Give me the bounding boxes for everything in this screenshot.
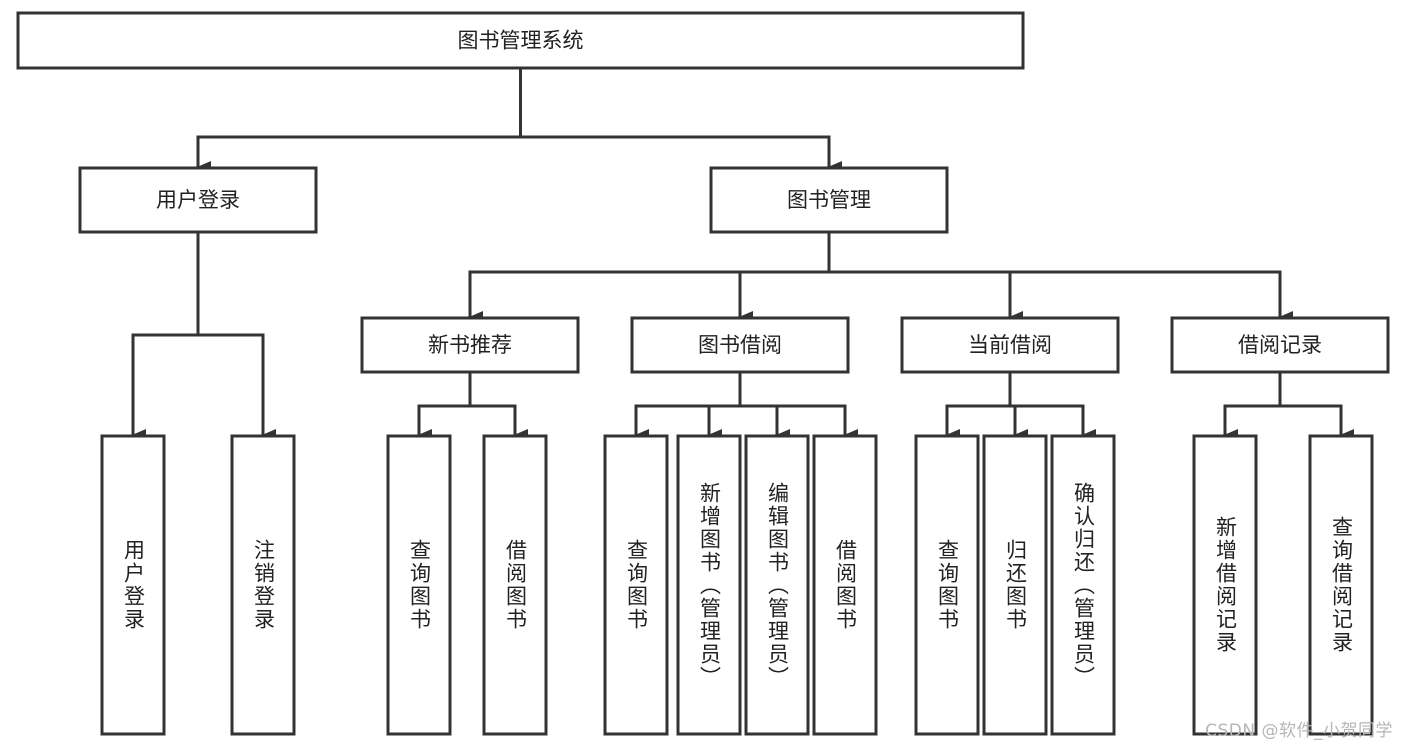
node-box-borrow-book-1[interactable]: [482, 434, 548, 736]
node-box-root[interactable]: [16, 11, 1025, 70]
node-label-book-management: 图书管理: [787, 188, 871, 212]
node-box-borrow-record[interactable]: [1170, 316, 1390, 374]
node-box-borrow-book-2[interactable]: [812, 434, 878, 736]
node-label-borrow-record: 借阅记录: [1238, 333, 1322, 357]
node-label-root: 图书管理系统: [458, 29, 584, 53]
watermark-text: CSDN @软件_小贺同学: [1205, 721, 1393, 741]
node-box-add-book-admin[interactable]: [676, 434, 742, 736]
node-box-query-book-3[interactable]: [914, 434, 980, 736]
node-box-query-book-1[interactable]: [386, 434, 452, 736]
node-box-book-management[interactable]: [709, 166, 949, 234]
node-box-add-borrow-record[interactable]: [1192, 434, 1258, 736]
node-box-query-borrow-record[interactable]: [1308, 434, 1374, 736]
node-box-current-borrow[interactable]: [900, 316, 1120, 374]
node-box-book-borrow[interactable]: [630, 316, 850, 374]
node-label-book-borrow: 图书借阅: [698, 333, 782, 357]
node-label-new-book-recommend: 新书推荐: [428, 333, 512, 357]
node-box-user-login-do[interactable]: [100, 434, 166, 736]
node-box-query-book-2[interactable]: [603, 434, 669, 736]
node-box-new-book-recommend[interactable]: [360, 316, 580, 374]
node-box-user-login[interactable]: [78, 166, 318, 234]
node-label-user-login: 用户登录: [156, 188, 240, 212]
node-box-edit-book-admin[interactable]: [744, 434, 810, 736]
node-box-user-logout[interactable]: [230, 434, 296, 736]
edge-layer: [131, 66, 1354, 441]
node-label-current-borrow: 当前借阅: [968, 333, 1052, 357]
node-box-confirm-return-admin[interactable]: [1050, 434, 1116, 736]
node-box-return-book[interactable]: [982, 434, 1048, 736]
